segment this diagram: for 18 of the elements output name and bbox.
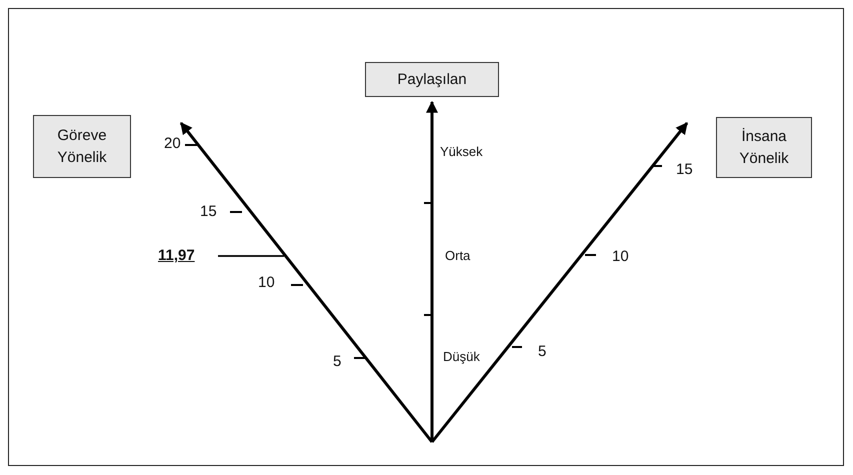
level-label: Düşük — [443, 349, 480, 364]
axis-arrow — [430, 122, 688, 443]
tick-label: 20 — [164, 135, 181, 152]
category-box: İnsana Yönelik — [716, 117, 812, 178]
leader-line — [218, 255, 284, 257]
category-box: Göreve Yönelik — [33, 115, 131, 178]
tick-label: 5 — [333, 353, 342, 370]
tick-label: 15 — [676, 161, 693, 178]
tick-label: 10 — [258, 274, 275, 291]
axis-arrow — [180, 122, 434, 443]
tick-label: 5 — [538, 343, 546, 360]
category-box: Paylaşılan — [365, 62, 499, 97]
tick-label: 15 — [200, 203, 217, 220]
value-label: 11,97 — [158, 247, 195, 264]
level-label: Orta — [445, 248, 470, 263]
tick-label: 10 — [612, 248, 629, 265]
level-label: Yüksek — [440, 144, 483, 159]
axis-arrow — [426, 100, 438, 442]
